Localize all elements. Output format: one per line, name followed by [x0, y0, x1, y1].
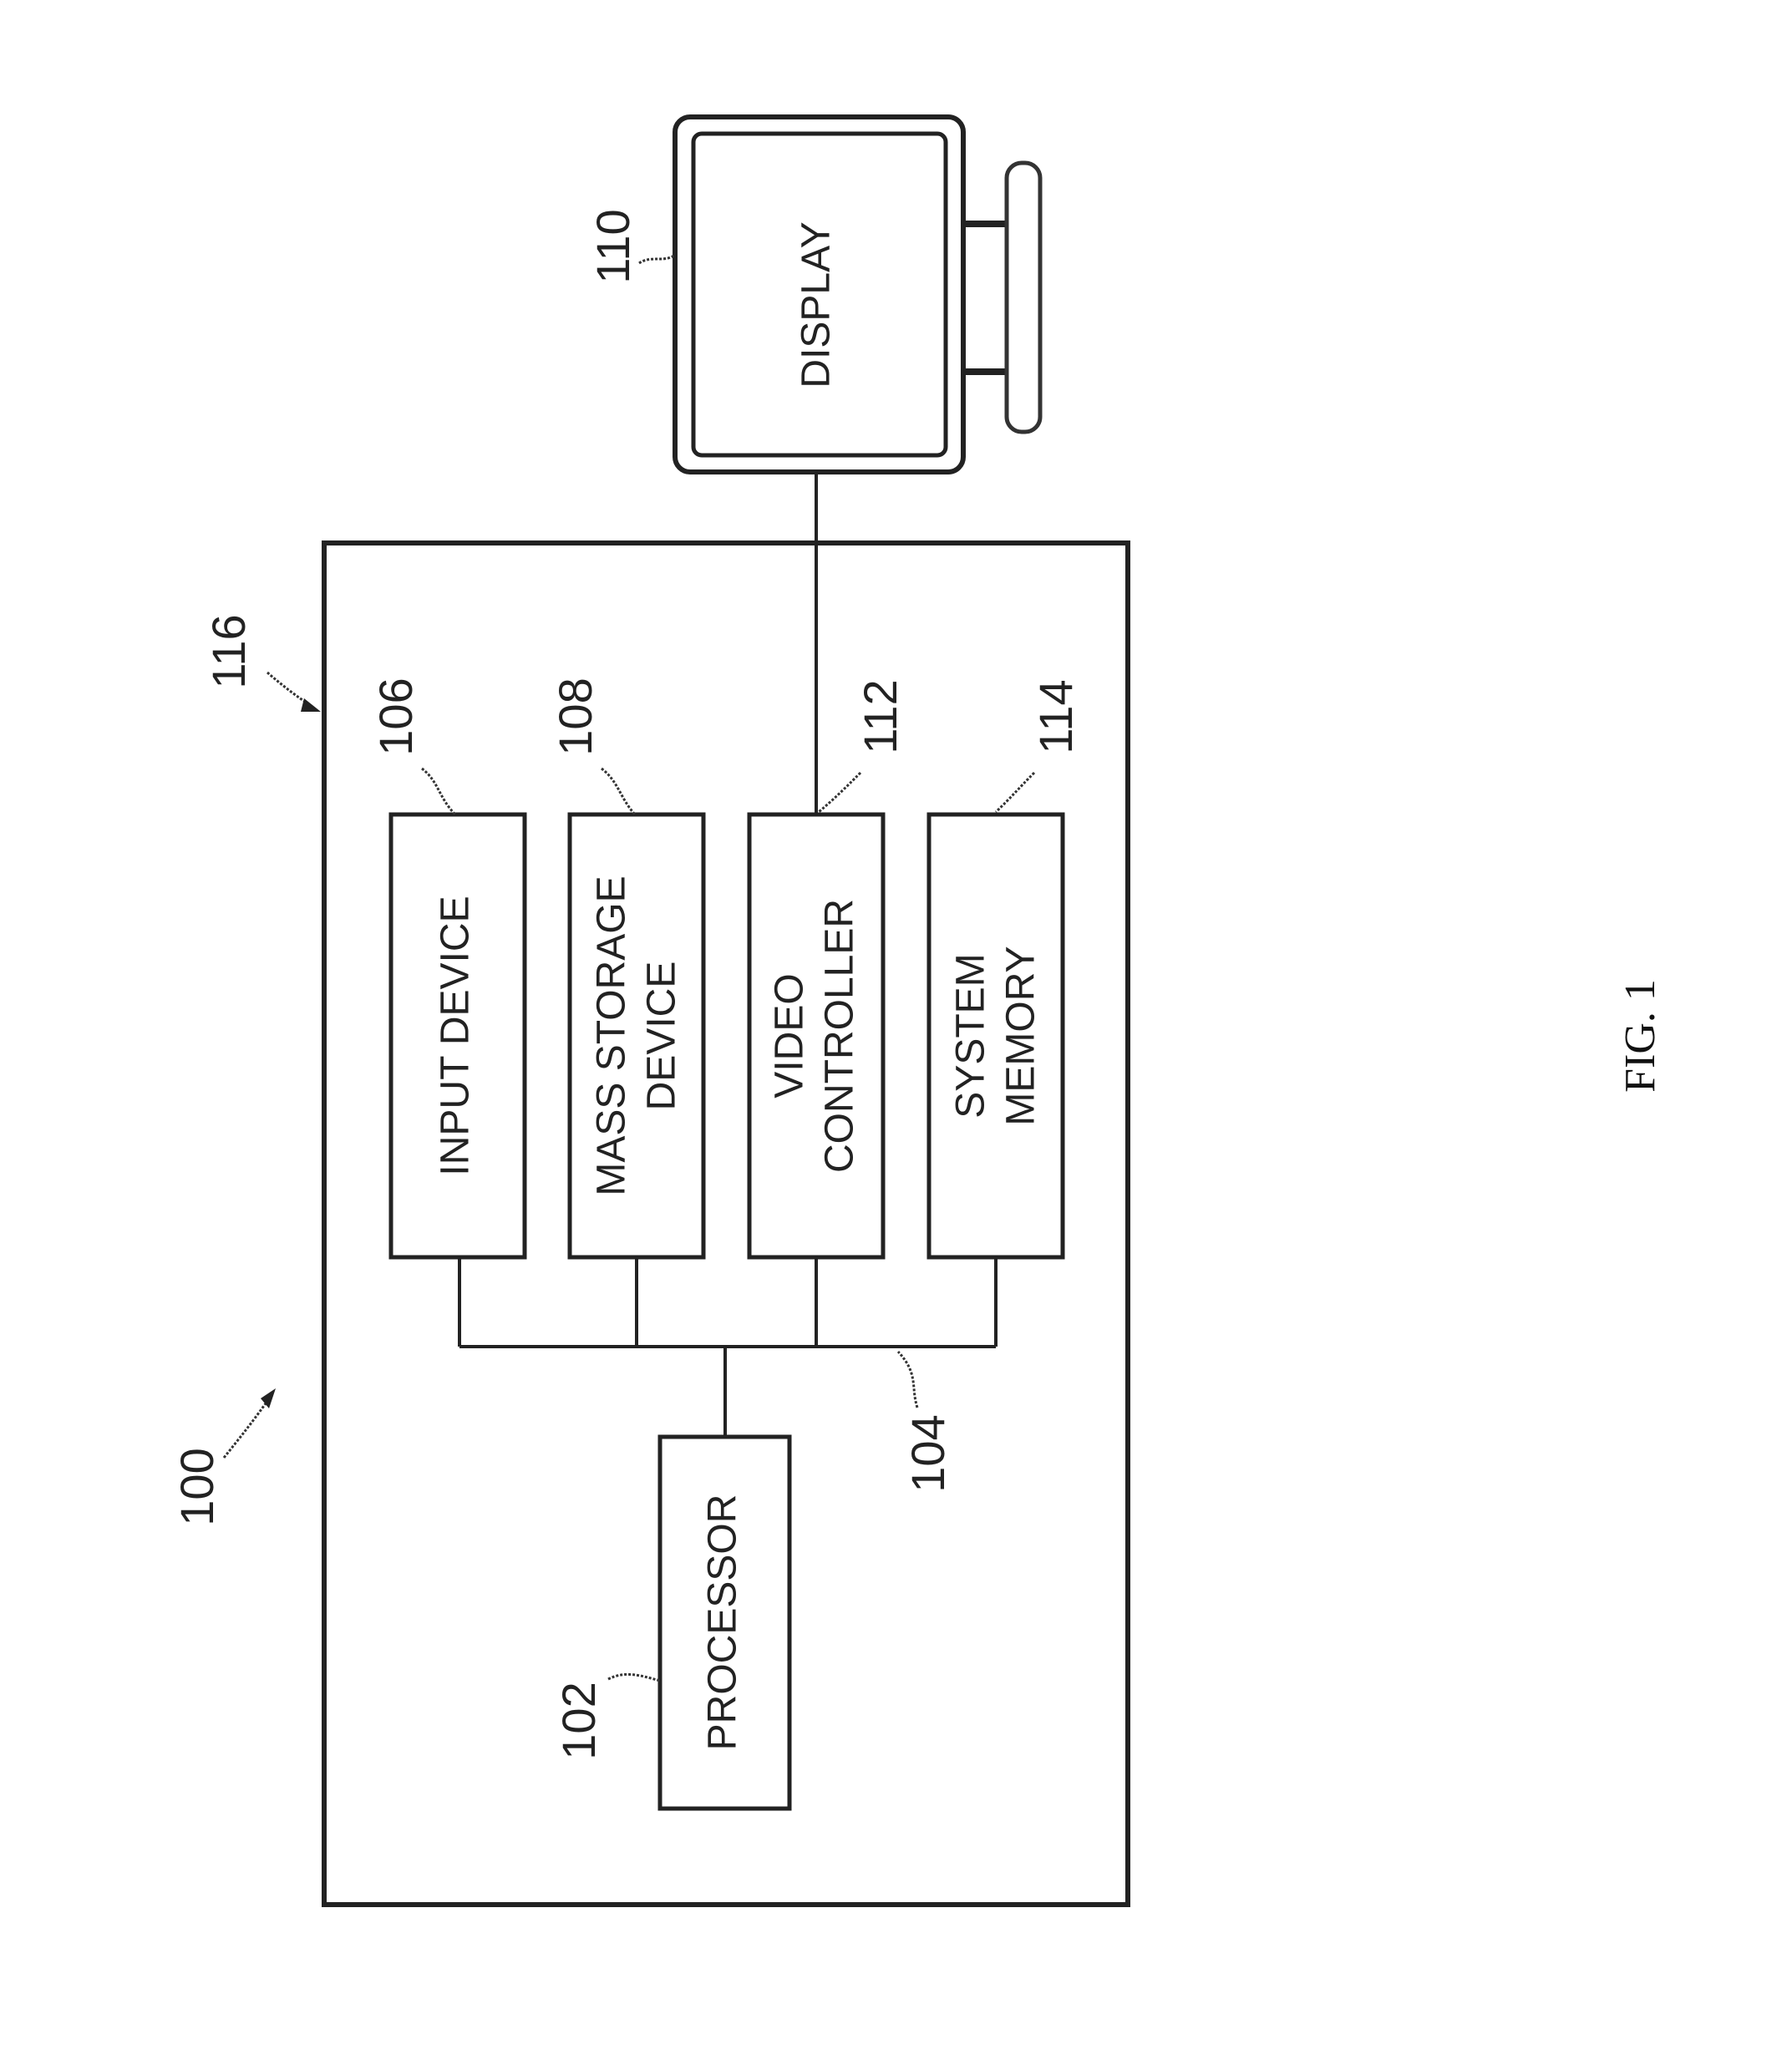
system-bus [459, 1257, 996, 1437]
display-monitor [675, 117, 1040, 472]
ref-110: 110 [586, 209, 639, 283]
display-label: DISPLAY [794, 221, 839, 388]
mass-storage-label-line1: MASS STORAGE [590, 875, 634, 1195]
ref-100: 100 [170, 1448, 223, 1525]
ref-102: 102 [552, 1682, 605, 1759]
ref-112: 112 [854, 679, 906, 754]
figure-caption: FIG. 1 [1617, 979, 1664, 1093]
ref-116: 116 [202, 614, 255, 688]
ref-104: 104 [901, 1414, 954, 1492]
system-memory-label-line2: MEMORY [999, 946, 1043, 1125]
video-controller-label-line2: CONTROLLER [818, 899, 862, 1173]
ref-114: 114 [1029, 679, 1082, 754]
processor-label: PROCESSOR [701, 1494, 745, 1751]
system-memory-label-line1: SYSTEM [949, 953, 993, 1118]
ref-106: 106 [369, 677, 422, 755]
mass-storage-label-line2: DEVICE [640, 962, 684, 1111]
ref-108: 108 [549, 677, 602, 755]
video-controller-label-line1: VIDEO [768, 973, 812, 1098]
input-device-label: INPUT DEVICE [434, 896, 478, 1175]
